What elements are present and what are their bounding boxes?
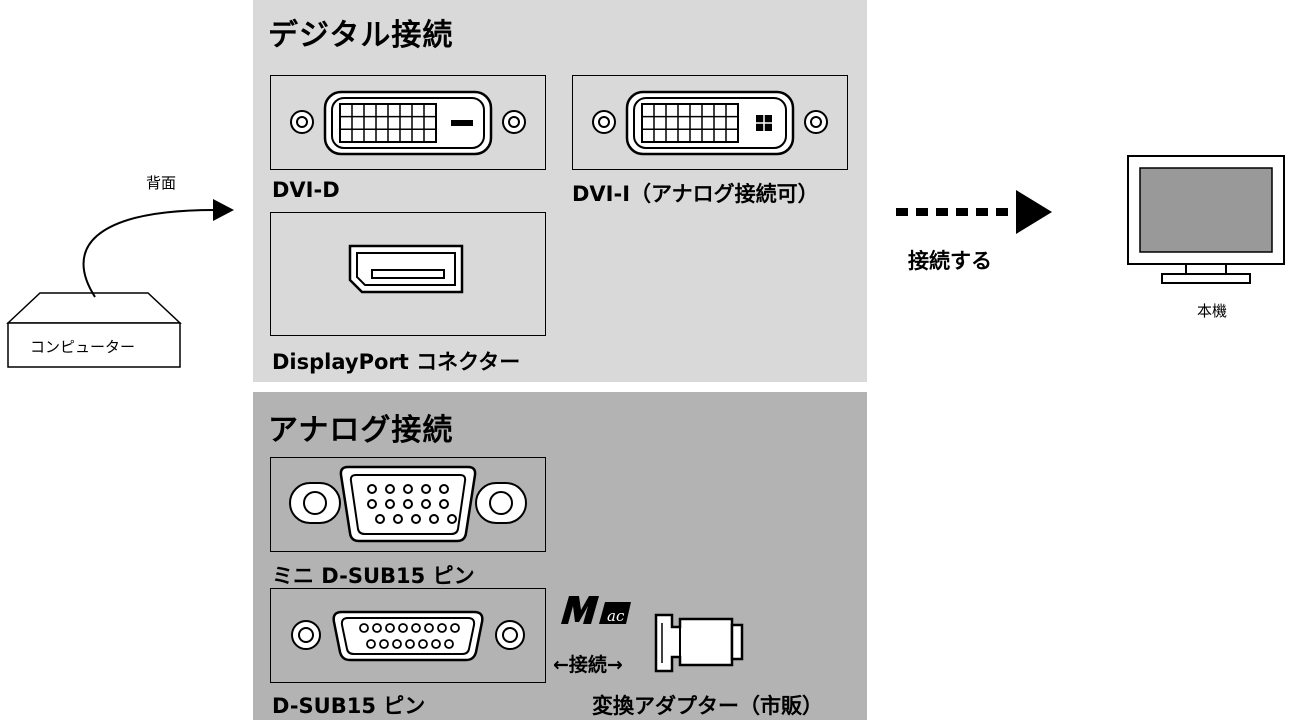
mac-logo-icon: ac [561,596,631,625]
dvi-d-box [270,75,546,170]
dsub15-connector-icon [291,610,525,662]
dsub-box [270,588,546,683]
displayport-label: DisplayPort コネクター [272,350,521,374]
dvi-d-label: DVI-D [272,178,340,202]
dsub-label: D-SUB15 ピン [272,694,426,718]
monitor-label: 本機 [1197,302,1228,320]
displayport-box [270,212,546,336]
monitor-icon [1127,155,1285,284]
connect-label: 接続する [908,249,992,273]
dvi-i-box [572,75,848,170]
dvi-d-connector-icon [290,90,526,156]
computer-box-icon [6,292,182,368]
mini-dsub-label: ミニ D-SUB15 ピン [272,564,475,588]
mini-dsub15-connector-icon [289,465,527,543]
mini-dsub-box [270,457,546,552]
dvi-i-label: DVI-I（アナログ接続可） [572,182,819,206]
adapter-icon [654,613,744,673]
digital-panel [253,0,867,382]
digital-title: デジタル接続 [268,18,454,53]
dvi-i-connector-icon [592,90,828,156]
cable-arrow-icon [82,199,234,298]
analog-title: アナログ接続 [268,413,454,448]
mac-connect-label: ←接続→ [553,654,623,676]
displayport-connector-icon [348,244,464,294]
dotted-arrow-icon [896,190,1052,234]
adapter-label: 変換アダプター（市販） [592,694,823,718]
analog-panel [253,392,867,720]
svg-text:ac: ac [607,607,625,625]
computer-label: コンピューター [30,338,136,356]
cable-label: 背面 [146,174,177,192]
